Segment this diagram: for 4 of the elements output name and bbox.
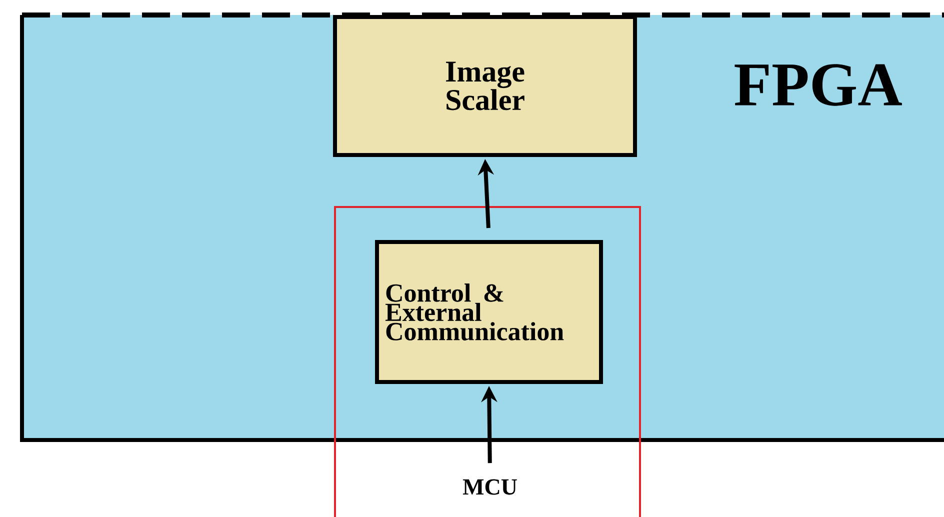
highlight-frame bbox=[334, 206, 641, 517]
process-box: Control & External Communication bbox=[375, 240, 603, 384]
process-box: Image Scaler bbox=[333, 15, 637, 157]
text-label: MCU bbox=[462, 479, 517, 495]
